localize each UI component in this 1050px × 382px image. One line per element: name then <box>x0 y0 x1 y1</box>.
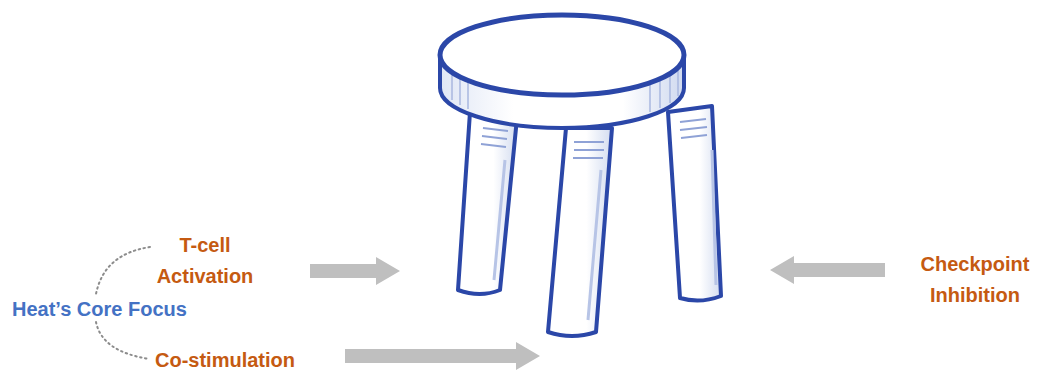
component-label: Co-stimulation <box>155 345 345 376</box>
stool-leg <box>548 128 612 336</box>
arrow-shape <box>345 342 540 370</box>
component-label: T-cell Activation <box>130 230 280 292</box>
arrow-shape <box>770 256 885 284</box>
stool-seat-top <box>440 15 684 95</box>
stool-legs <box>458 106 721 336</box>
leg-grooves <box>481 119 716 320</box>
group-label: Heat’s Core Focus <box>12 294 232 325</box>
gray-arrows <box>310 256 885 370</box>
arrow-shape <box>310 257 400 285</box>
component-label: Checkpoint Inhibition <box>905 249 1045 311</box>
stool-leg <box>458 112 517 294</box>
